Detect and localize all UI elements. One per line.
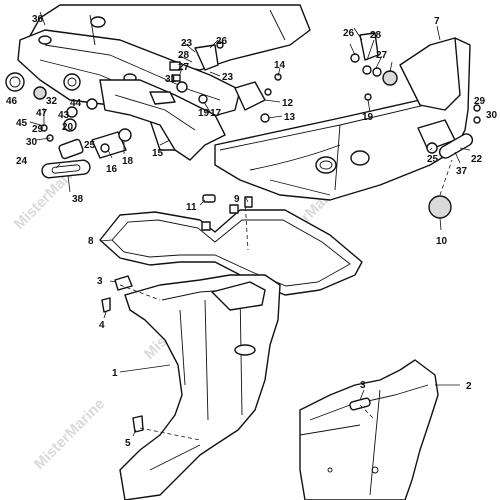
callout-43: 43 [58, 110, 70, 121]
callout-23: 23 [222, 72, 234, 83]
callout-27: 27 [376, 50, 388, 61]
callout-leaders [29, 11, 471, 437]
callout-18: 18 [122, 156, 134, 167]
callout-25: 25 [427, 154, 439, 165]
callout-30: 30 [26, 137, 38, 148]
callout-44: 44 [70, 98, 82, 109]
rear-cowl-cover [214, 37, 474, 201]
callout-10: 10 [436, 236, 448, 247]
callout-7: 7 [434, 16, 440, 27]
callout-29: 29 [32, 124, 44, 135]
lower-cover-right [299, 359, 439, 500]
callout-24: 24 [16, 156, 28, 167]
callout-11: 11 [186, 202, 197, 213]
callout-30: 30 [486, 110, 498, 121]
alignment-guides [119, 159, 453, 441]
callout-37: 37 [456, 166, 468, 177]
callout-3: 3 [360, 380, 366, 391]
bottom-cowl-seal [99, 204, 363, 296]
callout-20: 20 [62, 122, 74, 133]
callout-15: 15 [152, 148, 164, 159]
callout-13: 13 [284, 112, 296, 123]
callout-45: 45 [16, 118, 28, 129]
callout-19: 19 [362, 112, 374, 123]
lower-cover-left [119, 274, 281, 500]
callout-25: 25 [84, 140, 96, 151]
small-parts-middle [169, 41, 282, 123]
callout-31: 31 [165, 74, 177, 85]
callout-26: 26 [216, 36, 228, 47]
callout-36: 36 [32, 14, 44, 25]
callout-28: 28 [178, 50, 190, 61]
callout-22: 22 [471, 154, 483, 165]
callout-5: 5 [125, 438, 131, 449]
callout-14: 14 [274, 60, 286, 71]
callout-29: 29 [474, 96, 486, 107]
callout-labels: 36 23 26 28 27 31 7 27 26 28 14 23 46 32… [6, 14, 498, 449]
callout-3: 3 [97, 276, 103, 287]
watermark-text: MisterMarine [31, 395, 108, 472]
callout-16: 16 [106, 164, 118, 175]
callout-12: 12 [282, 98, 294, 109]
callout-9: 9 [234, 194, 240, 205]
callout-2: 2 [466, 381, 472, 392]
callout-32: 32 [46, 96, 58, 107]
small-parts-left [5, 72, 132, 179]
callout-28: 28 [370, 30, 382, 41]
callout-17: 17 [210, 108, 222, 119]
callout-26: 26 [343, 28, 355, 39]
callout-38: 38 [72, 194, 84, 205]
callout-4: 4 [99, 320, 105, 331]
lower-mount-frame [99, 79, 226, 161]
callout-46: 46 [6, 96, 18, 107]
callout-23: 23 [181, 38, 193, 49]
callout-1: 1 [112, 368, 118, 379]
callout-19: 19 [198, 108, 210, 119]
callout-27: 27 [178, 62, 190, 73]
callout-8: 8 [88, 236, 94, 247]
callout-47: 47 [36, 108, 48, 119]
